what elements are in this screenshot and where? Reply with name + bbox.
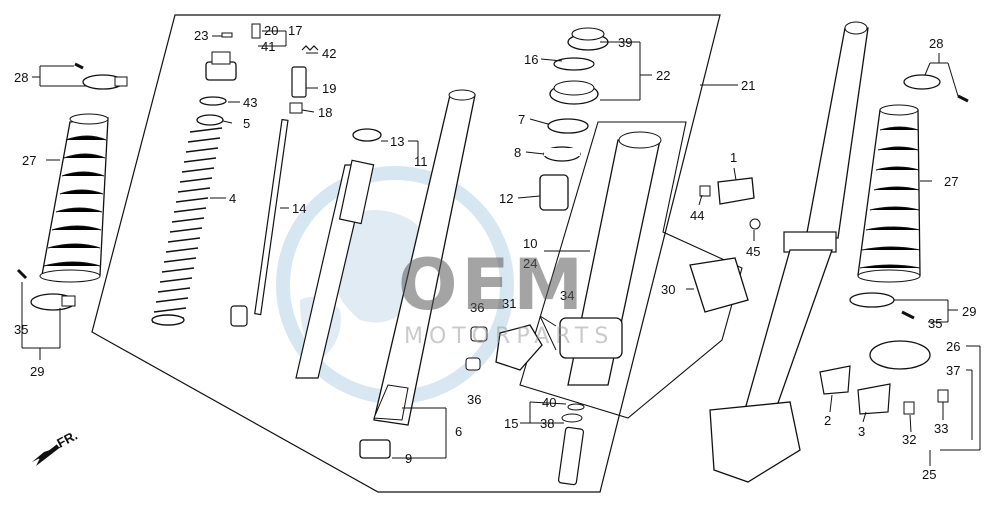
label-11: 11: [414, 154, 428, 169]
label-41: 41: [261, 39, 275, 54]
axle-holder-31: [495, 324, 543, 371]
label-42: 42: [322, 46, 336, 61]
oil-seal-39: [567, 27, 609, 51]
label-18: 18: [318, 105, 332, 120]
label-6: 6: [455, 424, 462, 439]
label-13: 13: [390, 134, 404, 149]
label-19: 19: [322, 81, 336, 96]
label-36-lower: 36: [467, 392, 481, 407]
washer-5: [196, 114, 224, 126]
label-9: 9: [405, 451, 412, 466]
label-35-right: 35: [928, 316, 942, 331]
label-34: 34: [560, 288, 574, 303]
label-30: 30: [661, 282, 675, 297]
label-43: 43: [243, 95, 257, 110]
label-29-left: 29: [30, 364, 44, 379]
label-17: 17: [288, 23, 302, 38]
part-labels: 23 20 17 41 42 19 18 43 5 4 14 13 11 6 9…: [14, 23, 976, 482]
label-31: 31: [502, 296, 516, 311]
damper-rod: [230, 118, 289, 327]
bracket-1: [699, 177, 761, 230]
fork-spring: [151, 127, 223, 326]
label-22: 22: [656, 68, 670, 83]
label-29-right: 29: [962, 304, 976, 319]
boot-clamp-upper-left: [74, 62, 128, 90]
label-16: 16: [524, 52, 538, 67]
dust-boot-left: [39, 113, 109, 283]
label-40: 40: [542, 395, 556, 410]
guard-plate-3: [857, 383, 891, 415]
slide-bushing-9: [359, 439, 391, 459]
label-44: 44: [690, 208, 704, 223]
label-2: 2: [824, 413, 831, 428]
label-37: 37: [946, 363, 960, 378]
label-35-left: 35: [14, 322, 28, 337]
fork-guard-30: [689, 257, 749, 313]
dust-boot-right: [857, 104, 921, 283]
boot-clamp-upper-right: [903, 74, 969, 103]
stopper-ring-16: [553, 57, 595, 71]
collar-33: [937, 389, 949, 403]
label-8: 8: [514, 145, 521, 160]
label-33: 33: [934, 421, 948, 436]
label-26: 26: [946, 339, 960, 354]
guard-plate-2: [819, 365, 851, 395]
label-27-left: 27: [22, 153, 36, 168]
compression-adjuster: [557, 403, 585, 486]
assembly-boundary: [91, 14, 721, 493]
spring-42: [301, 45, 319, 51]
front-direction-arrow: FR.: [32, 428, 80, 466]
label-45: 45: [746, 244, 760, 259]
fork-cap: [205, 23, 261, 81]
small-pin-23: [221, 32, 233, 38]
o-ring-43: [199, 96, 227, 106]
label-23: 23: [194, 28, 208, 43]
label-12: 12: [499, 191, 513, 206]
label-32: 32: [902, 432, 916, 447]
label-28-right: 28: [929, 36, 943, 51]
label-15: 15: [504, 416, 518, 431]
label-27-right: 27: [944, 174, 958, 189]
guide-bushing-13: [352, 128, 382, 142]
oil-seal-8: [543, 146, 581, 162]
label-25: 25: [922, 467, 936, 482]
label-28-left: 28: [14, 70, 28, 85]
leader-lines: [21, 30, 981, 466]
damper-cartridge: [295, 159, 375, 379]
guard-26: [869, 340, 931, 370]
washer-7: [547, 118, 589, 134]
label-24: 24: [523, 256, 537, 271]
fork-slider: [559, 131, 662, 386]
label-14: 14: [292, 201, 306, 216]
dust-seal-22: [549, 80, 599, 105]
rebound-adjuster: [289, 66, 307, 114]
right-fork-assembly: [709, 21, 869, 483]
outer-fork-tube: [373, 89, 476, 426]
label-38: 38: [540, 416, 554, 431]
boot-clamp-lower-right: [849, 292, 915, 320]
bushing-12: [539, 174, 569, 211]
label-21: 21: [741, 78, 755, 93]
cap-36-lower: [465, 357, 481, 371]
label-39: 39: [618, 35, 632, 50]
label-4: 4: [229, 191, 236, 206]
label-36-upper: 36: [470, 300, 484, 315]
label-5: 5: [243, 116, 250, 131]
label-3: 3: [858, 424, 865, 439]
label-20: 20: [264, 23, 278, 38]
label-1: 1: [730, 150, 737, 165]
label-7: 7: [518, 112, 525, 127]
cap-36-upper: [470, 326, 488, 342]
label-10: 10: [523, 236, 537, 251]
boot-clamp-lower-left: [16, 268, 76, 311]
bolt-32: [903, 401, 915, 415]
